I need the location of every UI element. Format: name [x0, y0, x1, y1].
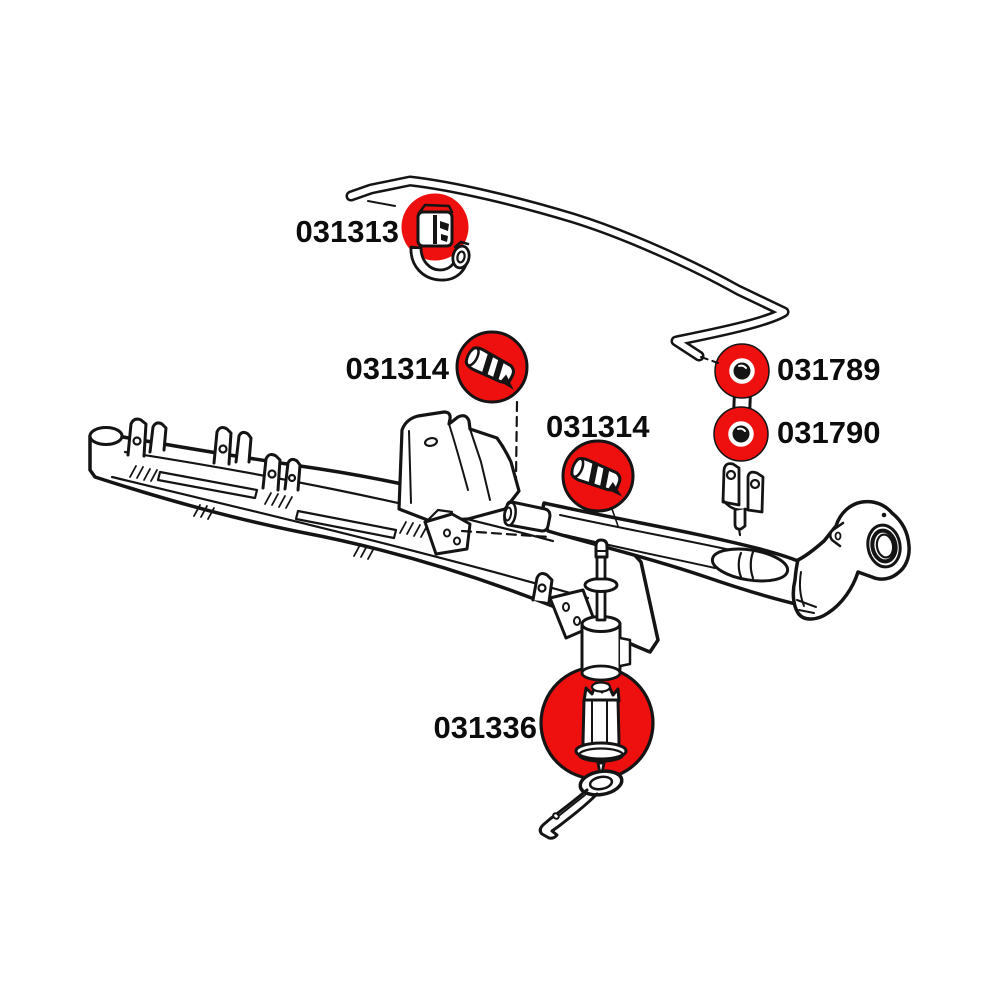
gusset-plate	[397, 410, 521, 523]
leader-link	[700, 356, 719, 364]
bolt-head	[594, 538, 609, 559]
bushing-icon	[464, 346, 515, 390]
mount-ear-hole	[537, 583, 547, 593]
beam-slot	[294, 509, 398, 540]
hub-ear-hole	[834, 531, 842, 541]
leader-lines	[460, 356, 719, 539]
beam-contour-line	[110, 475, 590, 600]
part-label-031790: 031790	[777, 415, 880, 450]
bracket-hole	[453, 536, 461, 546]
leader-031314-vertical	[514, 400, 519, 480]
bar-clamp	[409, 240, 471, 282]
leader-031314-horizontal	[460, 529, 551, 539]
bushing-icon	[570, 457, 623, 497]
beam-clevis-brackets	[126, 417, 302, 492]
link-bracket	[721, 462, 765, 537]
subframe-beam	[88, 417, 660, 654]
beam-end-cap	[88, 426, 124, 446]
mount-plate-hole	[573, 616, 581, 626]
lower-arm-hole	[552, 812, 560, 820]
highlight-ring-031789	[715, 344, 769, 398]
bolt-shaft-upper	[595, 555, 607, 581]
part-label-031314-a: 031314	[346, 351, 450, 386]
hub-ring-inner	[875, 533, 895, 559]
lower-control-arm	[538, 769, 624, 840]
lower-arm-body	[538, 788, 599, 840]
part-label-031336: 031336	[434, 710, 537, 745]
housing-nub	[618, 636, 632, 668]
highlight-ring-031790	[714, 407, 768, 461]
highlight-ring-031790-outline	[713, 406, 769, 462]
subframe-mount	[538, 538, 655, 840]
bushing-highlights	[455, 330, 635, 513]
trailing-arm	[503, 499, 911, 621]
bushing-flange	[574, 741, 628, 761]
mount-housing-and-bolt	[580, 538, 632, 682]
stabilizer-bar-group	[345, 175, 790, 362]
leader-arm-bushing	[611, 508, 619, 527]
bar-bushing-block	[416, 203, 454, 248]
gusset-bracket	[397, 410, 598, 640]
bolt-shaft	[595, 589, 607, 622]
part-labels: 031313 031314 031314 031789 031790 03133…	[296, 214, 881, 745]
beam-slot	[156, 470, 259, 500]
highlight-ring-031789-outline	[714, 343, 770, 399]
bracket-hole	[443, 528, 451, 538]
bolt-washer	[583, 577, 619, 593]
bushing-body	[581, 698, 621, 750]
part-label-031314-b: 031314	[546, 409, 650, 444]
hub-tab-hole	[881, 512, 887, 518]
gusset-hole	[423, 436, 439, 448]
hub-ring-mid	[870, 528, 898, 564]
beam-contour-line	[123, 450, 555, 543]
part-label-031789: 031789	[777, 352, 880, 387]
stabilizer-bar-core	[348, 178, 787, 359]
arm-front-bushing-bore	[503, 506, 513, 522]
mount-bushing	[574, 681, 628, 781]
mount-plate-hole	[562, 602, 570, 612]
part-label-031313: 031313	[296, 214, 399, 249]
stabilizer-link-group	[713, 343, 770, 537]
